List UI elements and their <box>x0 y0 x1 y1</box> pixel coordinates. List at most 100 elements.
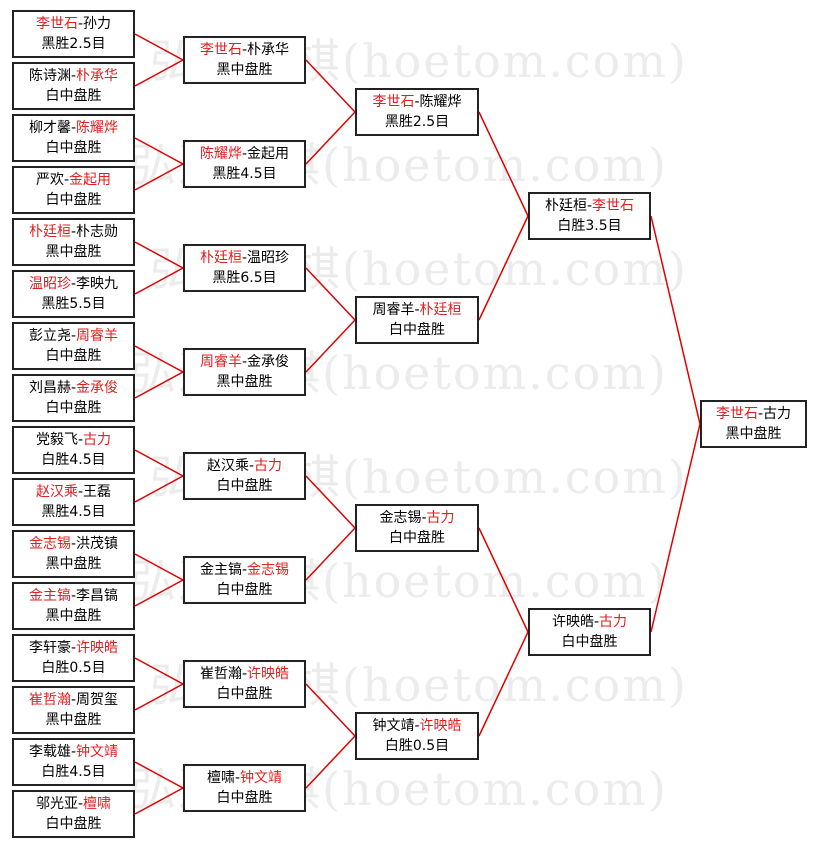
match-players: 李世石-孙力 <box>14 14 133 34</box>
player-black: 李世石 <box>715 406 758 422</box>
player-black: 赵汉乘 <box>206 458 249 474</box>
match-players: 李世石-古力 <box>702 404 805 424</box>
player-separator: - <box>241 250 248 266</box>
player-black: 檀啸 <box>206 770 235 786</box>
player-white: 朴廷桓 <box>419 302 462 318</box>
match-players: 赵汉乘-古力 <box>185 456 304 476</box>
match-players: 陈诗渊-朴承华 <box>14 66 133 86</box>
bracket-connector <box>134 657 184 685</box>
player-separator: - <box>77 432 84 448</box>
match-players: 崔哲瀚-周贺玺 <box>14 690 133 710</box>
player-white: 古力 <box>763 406 792 422</box>
bracket-connector <box>305 475 356 529</box>
player-white: 朴志勋 <box>76 224 119 240</box>
player-black: 朴廷桓 <box>28 224 71 240</box>
bracket-connector <box>305 683 356 737</box>
player-black: 李轩豪 <box>28 640 71 656</box>
bracket-connector <box>305 527 356 581</box>
match-box-round-1: 赵汉乘-王磊黑胜4.5目 <box>12 478 135 526</box>
match-box-round-1: 李世石-孙力黑胜2.5目 <box>12 10 135 58</box>
bracket-connector <box>305 267 356 321</box>
bracket-connector <box>134 241 184 269</box>
match-players: 李世石-朴承华 <box>185 40 304 60</box>
match-players: 邬光亚-檀啸 <box>14 794 133 814</box>
bracket-connector <box>134 33 184 61</box>
player-white: 古力 <box>83 432 112 448</box>
match-result: 白胜4.5目 <box>41 764 106 780</box>
bracket-connector <box>134 579 184 607</box>
match-players: 檀啸-钟文靖 <box>185 768 304 788</box>
player-white: 李映九 <box>76 276 119 292</box>
player-separator: - <box>414 94 420 110</box>
match-result: 白胜0.5目 <box>41 660 106 676</box>
player-white: 周睿羊 <box>76 328 119 344</box>
player-black: 周睿羊 <box>199 354 242 370</box>
player-white: 许映皓 <box>419 718 462 734</box>
match-box-round-1: 温昭珍-李映九黑胜5.5目 <box>12 270 135 318</box>
match-result: 黑中盘胜 <box>45 244 102 260</box>
player-white: 金起用 <box>247 146 290 162</box>
match-players: 崔哲瀚-许映皓 <box>185 664 304 684</box>
bracket-connector <box>134 761 184 789</box>
bracket-connector <box>134 787 184 815</box>
player-separator: - <box>70 588 77 604</box>
match-result: 白中盘胜 <box>216 790 273 806</box>
match-players: 党毅飞-古力 <box>14 430 133 450</box>
bracket-connector <box>134 267 184 295</box>
player-black: 李世石 <box>372 94 415 110</box>
match-players: 朴廷桓-李世石 <box>530 196 649 216</box>
match-result: 黑胜5.5目 <box>41 296 106 312</box>
match-result: 白胜4.5目 <box>41 452 106 468</box>
player-white: 钟文靖 <box>76 744 119 760</box>
match-result: 白中盘胜 <box>45 140 102 156</box>
player-black: 赵汉乘 <box>35 484 78 500</box>
match-result: 黑胜2.5目 <box>41 36 106 52</box>
player-white: 周贺玺 <box>76 692 119 708</box>
match-players: 金主镐-李昌镐 <box>14 586 133 606</box>
bracket-connector <box>478 215 529 321</box>
match-result: 黑胜2.5目 <box>384 114 450 130</box>
player-white: 许映皓 <box>247 666 290 682</box>
match-result: 白中盘胜 <box>45 816 102 832</box>
match-players: 金志锡-洪茂镇 <box>14 534 133 554</box>
match-box-round-1: 陈诗渊-朴承华白中盘胜 <box>12 62 135 110</box>
match-result: 黑胜6.5目 <box>212 270 277 286</box>
player-separator: - <box>241 666 248 682</box>
player-separator: - <box>241 562 248 578</box>
match-box-round-1: 朴廷桓-朴志勋黑中盘胜 <box>12 218 135 266</box>
player-separator: - <box>77 16 84 32</box>
bracket-connector <box>134 475 184 503</box>
player-separator: - <box>63 172 70 188</box>
player-white: 孙力 <box>83 16 112 32</box>
match-players: 温昭珍-李映九 <box>14 274 133 294</box>
bracket-connector <box>478 631 529 737</box>
player-black: 朴廷桓 <box>199 250 242 266</box>
player-black: 彭立尧 <box>28 328 71 344</box>
match-players: 彭立尧-周睿羊 <box>14 326 133 346</box>
match-players: 赵汉乘-王磊 <box>14 482 133 502</box>
player-black: 柳才馨 <box>28 120 71 136</box>
player-separator: - <box>70 744 77 760</box>
player-black: 金主镐 <box>199 562 242 578</box>
match-players: 金志锡-古力 <box>357 508 477 528</box>
player-separator: - <box>70 328 77 344</box>
player-separator: - <box>586 198 593 214</box>
match-players: 李轩豪-许映皓 <box>14 638 133 658</box>
match-players: 钟文靖-许映皓 <box>357 716 477 736</box>
player-separator: - <box>414 718 420 734</box>
match-result: 黑胜4.5目 <box>212 166 277 182</box>
match-players: 李世石-陈耀烨 <box>357 92 477 112</box>
match-box-round-1: 刘昌赫-金承俊白中盘胜 <box>12 374 135 422</box>
match-box-round-4: 许映皓-古力白中盘胜 <box>528 608 651 656</box>
bracket-connector <box>134 449 184 477</box>
player-white: 陈耀烨 <box>76 120 119 136</box>
match-result: 白中盘胜 <box>561 634 618 650</box>
match-result: 黑胜4.5目 <box>41 504 106 520</box>
player-separator: - <box>70 120 77 136</box>
match-box-round-2: 赵汉乘-古力白中盘胜 <box>183 452 306 500</box>
player-black: 陈耀烨 <box>199 146 242 162</box>
bracket-connector <box>650 423 701 633</box>
match-result: 白中盘胜 <box>45 400 102 416</box>
player-white: 金承俊 <box>76 380 119 396</box>
